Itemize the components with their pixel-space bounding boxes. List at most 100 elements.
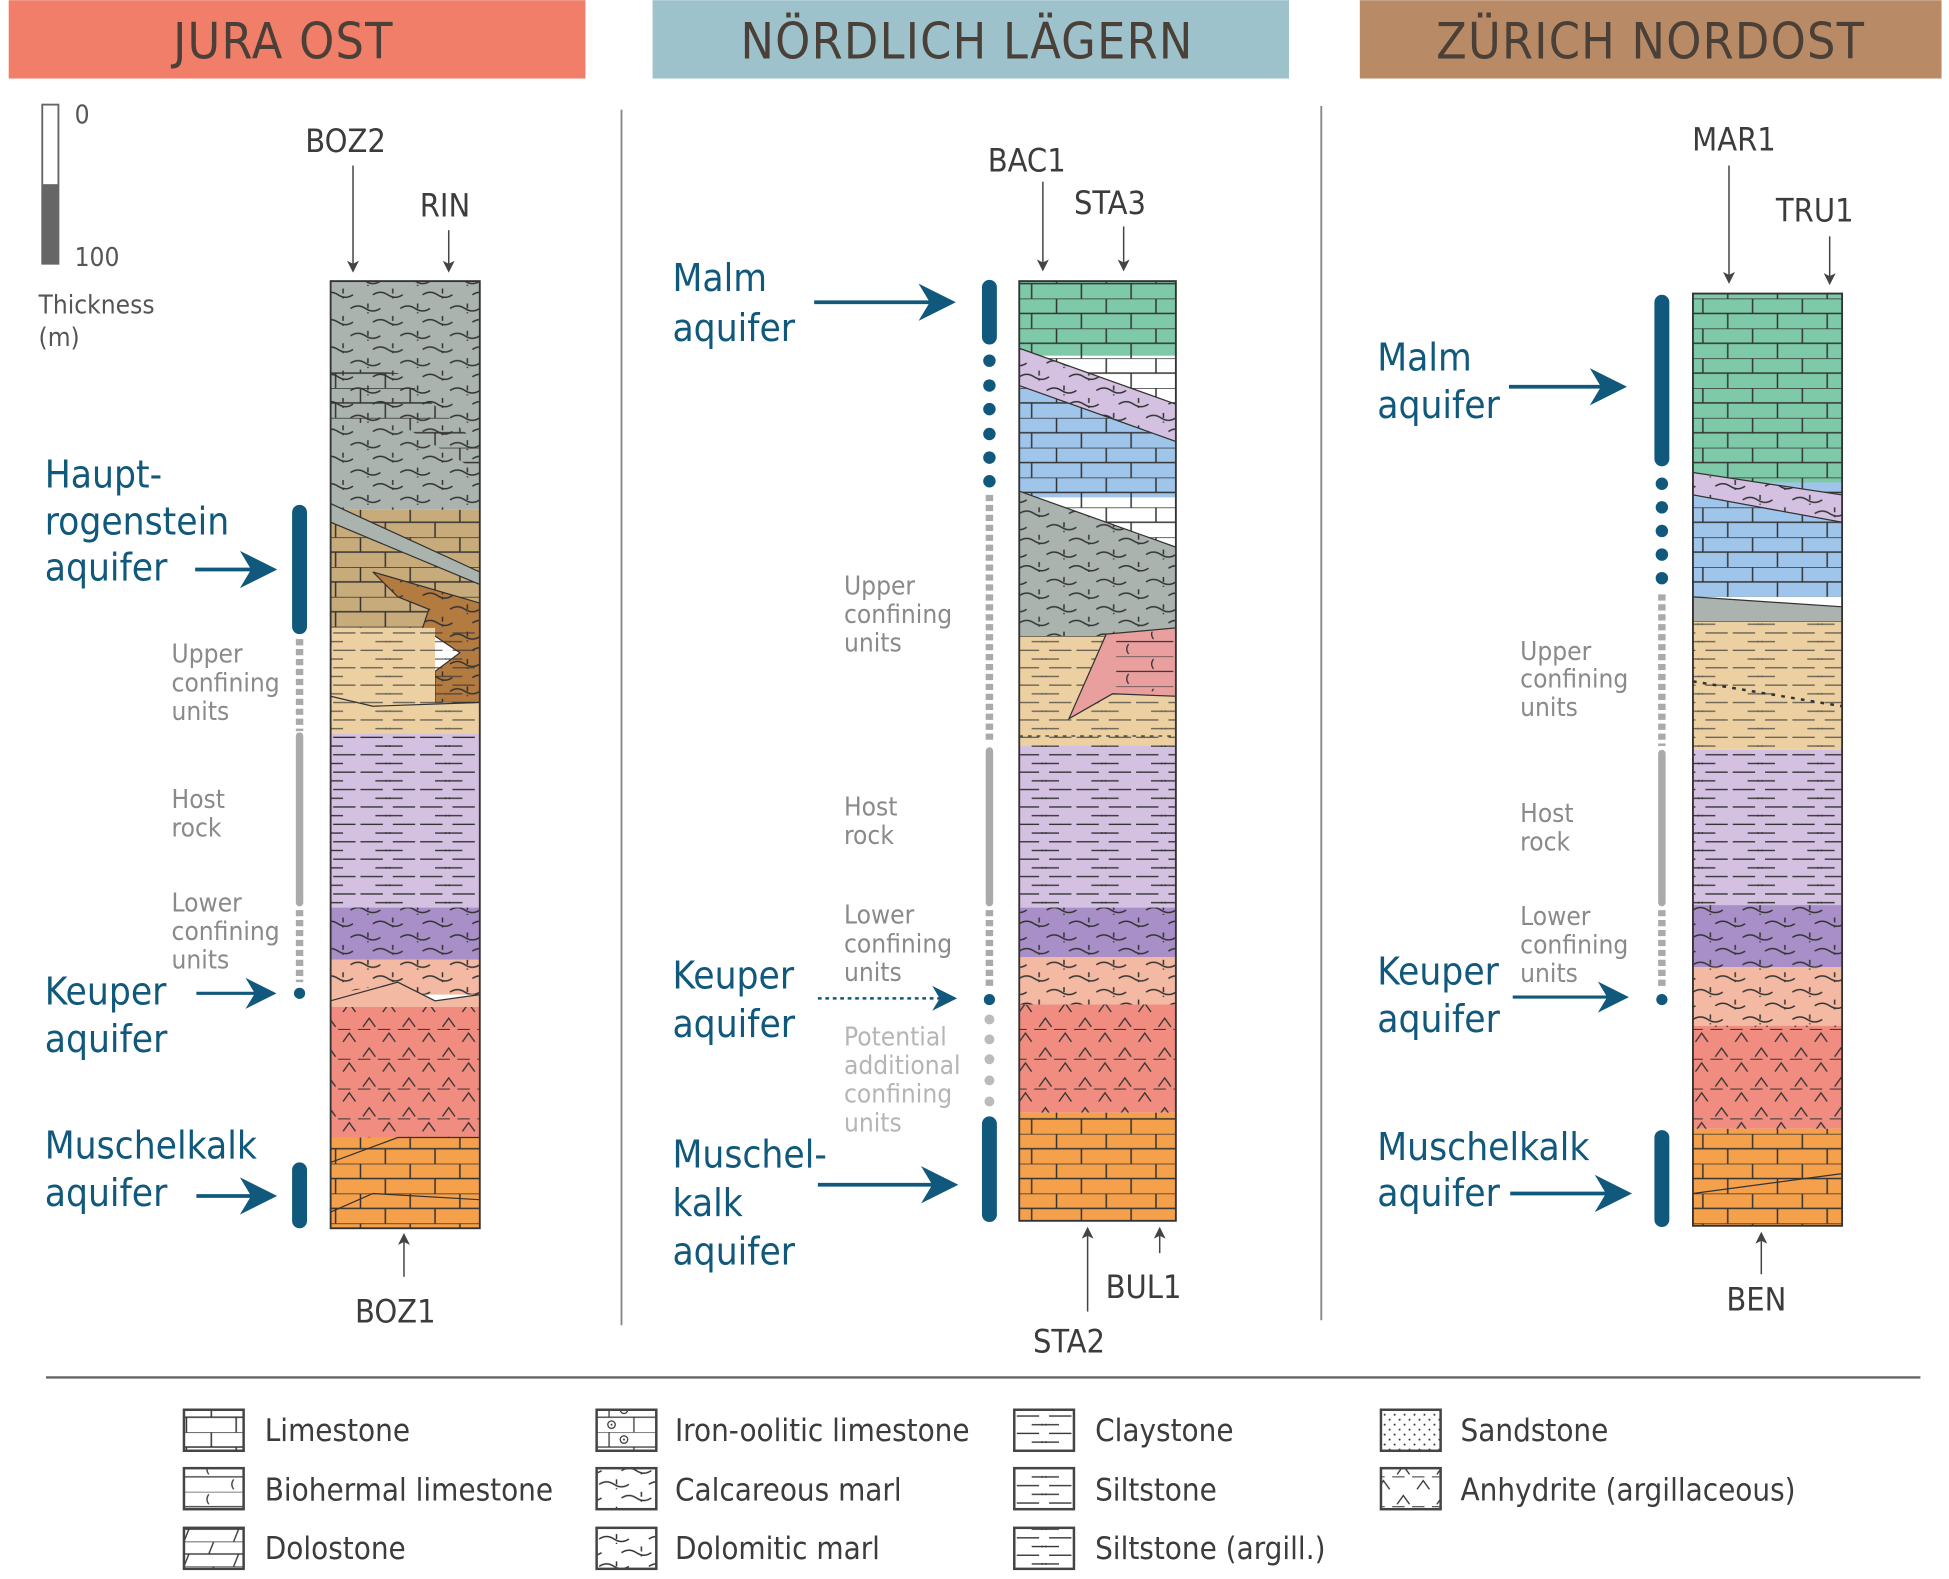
svg-text:aquifer: aquifer <box>1377 383 1500 428</box>
svg-text:rock: rock <box>844 821 894 851</box>
aquifer-label-keuper: Keuper aquifer <box>1377 950 1629 1042</box>
legend-item-siltstone: Siltstone <box>1013 1466 1217 1511</box>
svg-text:rock: rock <box>1520 827 1570 857</box>
svg-text:Malm: Malm <box>672 256 767 301</box>
aquifer-label-hauptrogenstein: Haupt- rogenstein aquifer <box>45 452 278 591</box>
svg-text:Upper: Upper <box>1520 637 1591 667</box>
svg-text:units: units <box>844 958 902 988</box>
well-label: BOZ2 <box>305 122 386 160</box>
column-zuerich-nordost <box>1692 292 1844 1227</box>
legend-item-biohermal-limestone: Biohermal limestone <box>182 1466 553 1511</box>
aquifer-label-malm: Malm aquifer <box>672 256 956 351</box>
sandstone-swatch-icon <box>1379 1408 1442 1453</box>
legend-item-claystone: Claystone <box>1013 1408 1234 1453</box>
svg-text:confining: confining <box>172 917 280 947</box>
scale-top: 0 <box>75 100 90 130</box>
region-title: ZÜRICH NORDOST <box>1436 13 1865 71</box>
region-header-jura-ost: JURA OST <box>8 0 586 79</box>
aquifer-label-malm: Malm aquifer <box>1377 336 1628 428</box>
svg-text:units: units <box>172 945 230 975</box>
svg-text:aquifer: aquifer <box>672 1229 795 1274</box>
column-noerdlich-laegern <box>1018 280 1177 1222</box>
svg-text:Keuper: Keuper <box>45 970 167 1015</box>
svg-text:units: units <box>1520 959 1578 989</box>
svg-text:Dolomitic marl: Dolomitic marl <box>675 1531 880 1567</box>
svg-text:aquifer: aquifer <box>672 1002 795 1047</box>
legend-item-dolostone: Dolostone <box>182 1526 406 1571</box>
unit-indicator-zuerich-nordost <box>1654 294 1670 1228</box>
legend-item-siltstone-argill: Siltstone (argill.) <box>1013 1526 1325 1571</box>
svg-text:confining: confining <box>172 668 280 698</box>
well-label: BUL1 <box>1106 1268 1182 1306</box>
svg-text:Muschelkalk: Muschelkalk <box>1377 1125 1589 1170</box>
scale-unit: (m) <box>39 323 80 353</box>
svg-text:Malm: Malm <box>1377 336 1472 381</box>
well-label: RIN <box>420 186 470 224</box>
svg-text:Upper: Upper <box>844 571 915 601</box>
legend-item-calcareous-marl: Calcareous marl <box>595 1466 902 1511</box>
svg-text:aquifer: aquifer <box>1377 997 1500 1042</box>
legend-item-sandstone: Sandstone <box>1379 1408 1608 1453</box>
svg-text:units: units <box>172 697 230 727</box>
svg-text:units: units <box>844 1108 902 1138</box>
column-jura-ost <box>329 280 481 1230</box>
svg-text:Muschelkalk: Muschelkalk <box>45 1124 257 1169</box>
region-header-noerdlich-laegern: NÖRDLICH LÄGERN <box>652 0 1289 79</box>
svg-text:units: units <box>844 629 902 659</box>
legend-item-dolomitic-marl: Dolomitic marl <box>595 1526 880 1571</box>
dolostone-swatch-icon <box>182 1526 245 1571</box>
svg-text:Lower: Lower <box>844 901 915 931</box>
svg-text:Muschel-: Muschel- <box>672 1132 826 1177</box>
limestone-swatch-icon <box>182 1408 245 1453</box>
oolite-swatch-icon <box>595 1408 658 1453</box>
claystone-swatch-icon <box>1013 1408 1076 1453</box>
svg-text:Dolostone: Dolostone <box>265 1531 406 1567</box>
svg-text:Iron-oolitic limestone: Iron-oolitic limestone <box>675 1413 970 1449</box>
svg-text:additional: additional <box>844 1051 961 1081</box>
well-label: STA2 <box>1033 1323 1105 1361</box>
svg-text:Lower: Lower <box>172 888 243 918</box>
svg-text:aquifer: aquifer <box>45 1171 168 1216</box>
region-header-zuerich-nordost: ZÜRICH NORDOST <box>1359 0 1942 79</box>
siltstone-argill-swatch-icon <box>1013 1526 1076 1571</box>
unit-labels-noerdlich-laegern: Upper confining units Host rock Lower co… <box>844 571 961 1138</box>
svg-text:Haupt-: Haupt- <box>45 452 162 497</box>
svg-text:rock: rock <box>172 814 222 844</box>
svg-text:aquifer: aquifer <box>672 306 795 351</box>
svg-text:confining: confining <box>1520 665 1628 695</box>
svg-text:Keuper: Keuper <box>672 953 794 998</box>
aquifer-label-muschelkalk: Muschel- kalk aquifer <box>672 1132 959 1274</box>
svg-text:Claystone: Claystone <box>1095 1413 1233 1449</box>
svg-text:Upper: Upper <box>172 640 243 670</box>
svg-text:rogenstein: rogenstein <box>45 500 229 545</box>
well-label: BEN <box>1726 1280 1786 1318</box>
aquifer-label-keuper: Keuper aquifer <box>45 970 277 1062</box>
svg-text:Limestone: Limestone <box>265 1413 410 1449</box>
svg-text:aquifer: aquifer <box>1377 1171 1500 1216</box>
legend-item-iron-oolitic-limestone: Iron-oolitic limestone <box>595 1408 970 1453</box>
svg-text:units: units <box>1520 693 1578 723</box>
scale-label: Thickness <box>38 290 155 320</box>
aquifer-label-keuper: Keuper aquifer <box>672 953 958 1047</box>
unit-labels-zuerich-nordost: Upper confining units Host rock Lower co… <box>1520 637 1628 989</box>
svg-text:Lower: Lower <box>1520 902 1591 932</box>
svg-text:Calcareous marl: Calcareous marl <box>675 1472 902 1508</box>
legend-item-anhydrite: Anhydrite (argillaceous) <box>1379 1466 1796 1511</box>
svg-text:Siltstone (argill.): Siltstone (argill.) <box>1095 1531 1325 1567</box>
svg-text:aquifer: aquifer <box>45 546 168 591</box>
svg-text:Anhydrite (argillaceous): Anhydrite (argillaceous) <box>1461 1472 1796 1508</box>
svg-text:Host: Host <box>844 793 897 823</box>
region-title: NÖRDLICH LÄGERN <box>740 13 1193 71</box>
anhydrite-swatch-icon <box>1379 1466 1442 1511</box>
scale-bottom: 100 <box>75 243 120 273</box>
dolomitic-marl-swatch-icon <box>595 1526 658 1571</box>
well-label: STA3 <box>1074 184 1146 222</box>
svg-text:Biohermal limestone: Biohermal limestone <box>265 1472 553 1508</box>
svg-text:kalk: kalk <box>672 1181 742 1226</box>
well-label: TRU1 <box>1775 191 1854 229</box>
well-label: BAC1 <box>988 142 1066 180</box>
unit-labels-jura-ost: Upper confining units Host rock Lower co… <box>172 640 280 976</box>
legend: Limestone Biohermal limestone Dolostone … <box>182 1408 1796 1571</box>
svg-text:confining: confining <box>844 1080 952 1110</box>
